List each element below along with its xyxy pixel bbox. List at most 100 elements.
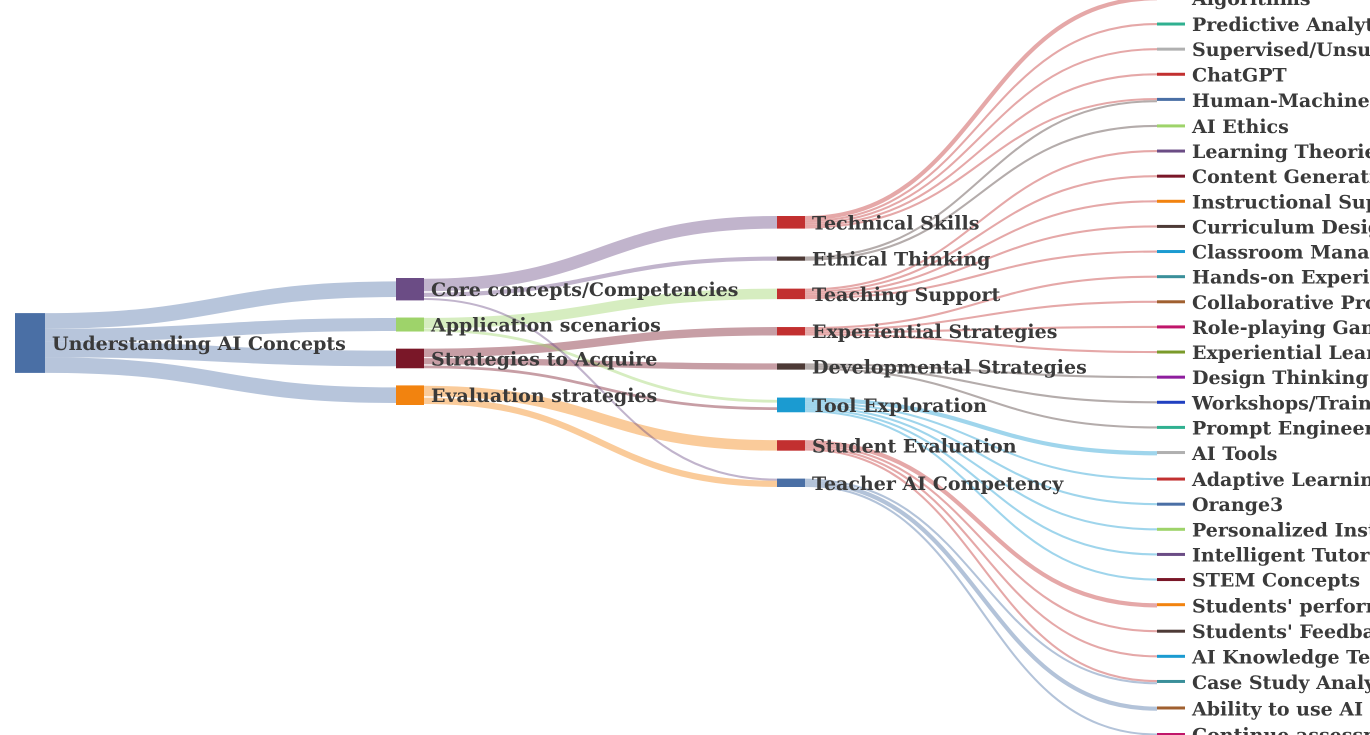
link-exper-l_collab [804,300,1158,332]
link-teach-l_curr [804,225,1158,298]
node-l_aieth[interactable] [1157,124,1185,128]
node-app[interactable] [396,317,424,332]
node-label-l_learnth: Learning Theories [1192,141,1370,163]
node-label-exper: Experiential Strategies [812,321,1057,343]
node-label-l_curr: Curriculum Design [1192,216,1370,238]
node-label-l_content: Content Generatio [1192,166,1370,188]
node-ethical[interactable] [777,256,805,261]
link-tool-l_person [804,405,1158,531]
node-l_learnth[interactable] [1157,149,1185,153]
node-label-l_prompt: Prompt Engineerin [1192,417,1370,439]
node-root[interactable] [15,313,45,373]
node-teach[interactable] [777,288,805,300]
node-l_collab[interactable] [1157,300,1185,304]
node-label-l_stem: STEM Concepts [1192,570,1360,592]
link-root-strat [44,341,397,367]
node-label-l_intel: Intelligent Tutoring [1192,544,1370,566]
link-exper-l_explearn [804,333,1158,354]
link-tech-l_hmc [804,97,1158,229]
link-tech-l_sup [804,48,1158,225]
node-tech[interactable] [777,216,805,229]
node-label-l_know: AI Knowledge Test [1191,646,1370,668]
node-label-l_case: Case Study Analysi [1192,672,1370,694]
node-l_design[interactable] [1157,375,1185,379]
node-l_content[interactable] [1157,174,1185,178]
link-tool-l_stem [804,410,1158,581]
node-teachcomp[interactable] [777,478,805,487]
node-l_feed[interactable] [1157,629,1185,633]
node-tool[interactable] [777,397,805,413]
node-label-l_aieth: AI Ethics [1191,116,1289,138]
node-l_work[interactable] [1157,400,1185,404]
link-tech-l_algo [804,0,1158,221]
node-l_orange[interactable] [1157,502,1185,506]
link-devel-l_work [804,365,1158,404]
node-l_hands[interactable] [1157,275,1185,279]
node-l_stem[interactable] [1157,578,1185,582]
node-label-devel: Developmental Strategies [812,357,1087,379]
link-root-eval [44,357,397,403]
link-tool-l_intel [804,408,1158,556]
node-label-l_aitools: AI Tools [1191,443,1277,465]
node-l_chat[interactable] [1157,72,1185,76]
node-l_prompt[interactable] [1157,425,1185,429]
link-exper-l_hands [804,275,1158,330]
node-label-core: Core concepts/Competencies [431,279,738,301]
link-tool-l_adapt [804,401,1158,481]
node-l_explearn[interactable] [1157,350,1185,354]
link-tool-l_orange [804,403,1158,506]
node-l_aitools[interactable] [1157,451,1185,455]
link-tech-l_chat [804,73,1158,227]
node-l_hmc[interactable] [1157,97,1185,101]
node-eval[interactable] [396,385,424,405]
node-l_sup[interactable] [1157,47,1185,51]
node-l_role[interactable] [1157,325,1185,329]
node-label-l_role: Role-playing Game [1192,317,1370,339]
link-stueval-l_know [804,446,1158,658]
link-ethical-l_hmc [804,100,1158,259]
node-label-l_hmc: Human-Machine C [1192,90,1370,112]
link-tool-l_aitools [804,397,1158,456]
link-teach-l_content [804,175,1158,293]
node-l_case[interactable] [1157,679,1185,683]
node-label-l_ability: Ability to use AI in [1191,699,1370,721]
node-label-app: Application scenarios [430,315,661,337]
node-stueval[interactable] [777,440,805,451]
node-label-stueval: Student Evaluation [812,435,1017,457]
link-teach-l_instr [804,200,1158,295]
link-teachcomp-l_cont [804,484,1158,735]
node-l_ability[interactable] [1157,706,1185,710]
link-stueval-l_case [804,448,1158,683]
node-l_cont[interactable] [1157,733,1185,735]
link-stueval-l_perf [804,440,1158,608]
link-core-teachcomp [423,297,778,481]
link-strat-devel [423,358,778,370]
link-root-app [44,318,397,342]
node-label-teachcomp: Teacher AI Competency [812,473,1064,495]
node-label-l_chat: ChatGPT [1192,64,1287,86]
node-l_intel[interactable] [1157,552,1185,556]
node-l_curr[interactable] [1157,224,1185,228]
node-label-l_feed: Students' Feedback [1192,621,1370,643]
node-l_pred[interactable] [1157,22,1185,26]
node-label-l_adapt: Adaptive Learning [1191,469,1370,491]
node-l_instr[interactable] [1157,199,1185,203]
node-devel[interactable] [777,363,805,370]
node-label-l_sup: Supervised/Unsupe [1192,39,1370,61]
link-tech-l_pred [804,22,1158,223]
node-l_perf[interactable] [1157,603,1185,607]
node-label-l_orange: Orange3 [1192,494,1283,516]
node-exper[interactable] [777,327,805,336]
link-core-tech [423,216,778,292]
node-l_adapt[interactable] [1157,477,1185,481]
node-l_class[interactable] [1157,250,1185,254]
node-l_know[interactable] [1157,654,1185,658]
node-label-tool: Tool Exploration [812,395,987,417]
node-label-l_hands: Hands-on Experien [1192,267,1370,289]
node-l_person[interactable] [1157,527,1185,531]
node-label-l_collab: Collaborative Proj [1192,292,1370,314]
node-core[interactable] [396,278,424,301]
node-label-l_perf: Students' performa [1192,595,1370,617]
node-strat[interactable] [396,348,424,369]
